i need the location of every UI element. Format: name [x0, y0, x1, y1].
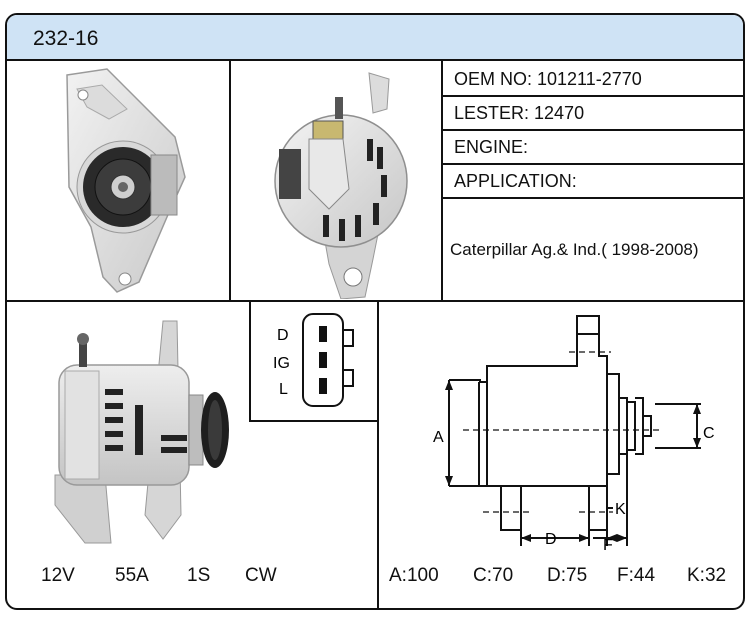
alternator-rear-photo — [274, 72, 408, 299]
dimension-drawing: A C D F K — [433, 315, 715, 554]
connector-diagram: D IG L — [273, 313, 354, 407]
dim-label-k: K — [615, 501, 626, 518]
application-value: Caterpillar Ag.& Ind.( 1998-2008) — [450, 240, 699, 259]
pin-label-d: D — [277, 327, 289, 344]
alternator-side-photo — [54, 320, 229, 544]
dim-label-f: F — [603, 537, 613, 554]
spec-groove: 1S — [187, 565, 211, 586]
spec-rotation: CW — [245, 565, 277, 586]
divider — [249, 420, 379, 422]
spec-voltage: 12V — [41, 565, 75, 586]
pin-label-ig: IG — [273, 355, 290, 372]
divider — [377, 300, 379, 608]
divider — [229, 61, 231, 300]
spec-f: F:44 — [617, 565, 656, 586]
oem-number: OEM NO: 101211-2770 — [454, 69, 642, 89]
divider — [7, 300, 743, 302]
header-bar: 232-16 — [7, 15, 743, 61]
divider — [441, 197, 743, 199]
dim-label-d: D — [545, 531, 557, 548]
divider — [441, 61, 443, 300]
alternator-front-photo — [66, 68, 186, 293]
dim-label-a: A — [433, 429, 444, 446]
spec-amperage: 55A — [115, 565, 149, 586]
dim-label-c: C — [703, 425, 715, 442]
product-sheet: 232-16 OEM NO: 101211-2770 LESTER: 12470… — [5, 13, 745, 610]
spec-d: D:75 — [547, 565, 588, 586]
divider — [441, 95, 743, 97]
lester-number: LESTER: 12470 — [454, 103, 585, 123]
divider — [249, 300, 251, 422]
spec-k: K:32 — [687, 565, 727, 586]
spec-a: A:100 — [389, 565, 439, 586]
engine-label: ENGINE: — [454, 137, 529, 157]
spec-c: C:70 — [473, 565, 514, 586]
part-code: 232-16 — [33, 27, 99, 50]
application-label: APPLICATION: — [454, 171, 577, 191]
divider — [441, 129, 743, 131]
divider — [441, 163, 743, 165]
pin-label-l: L — [279, 381, 288, 398]
